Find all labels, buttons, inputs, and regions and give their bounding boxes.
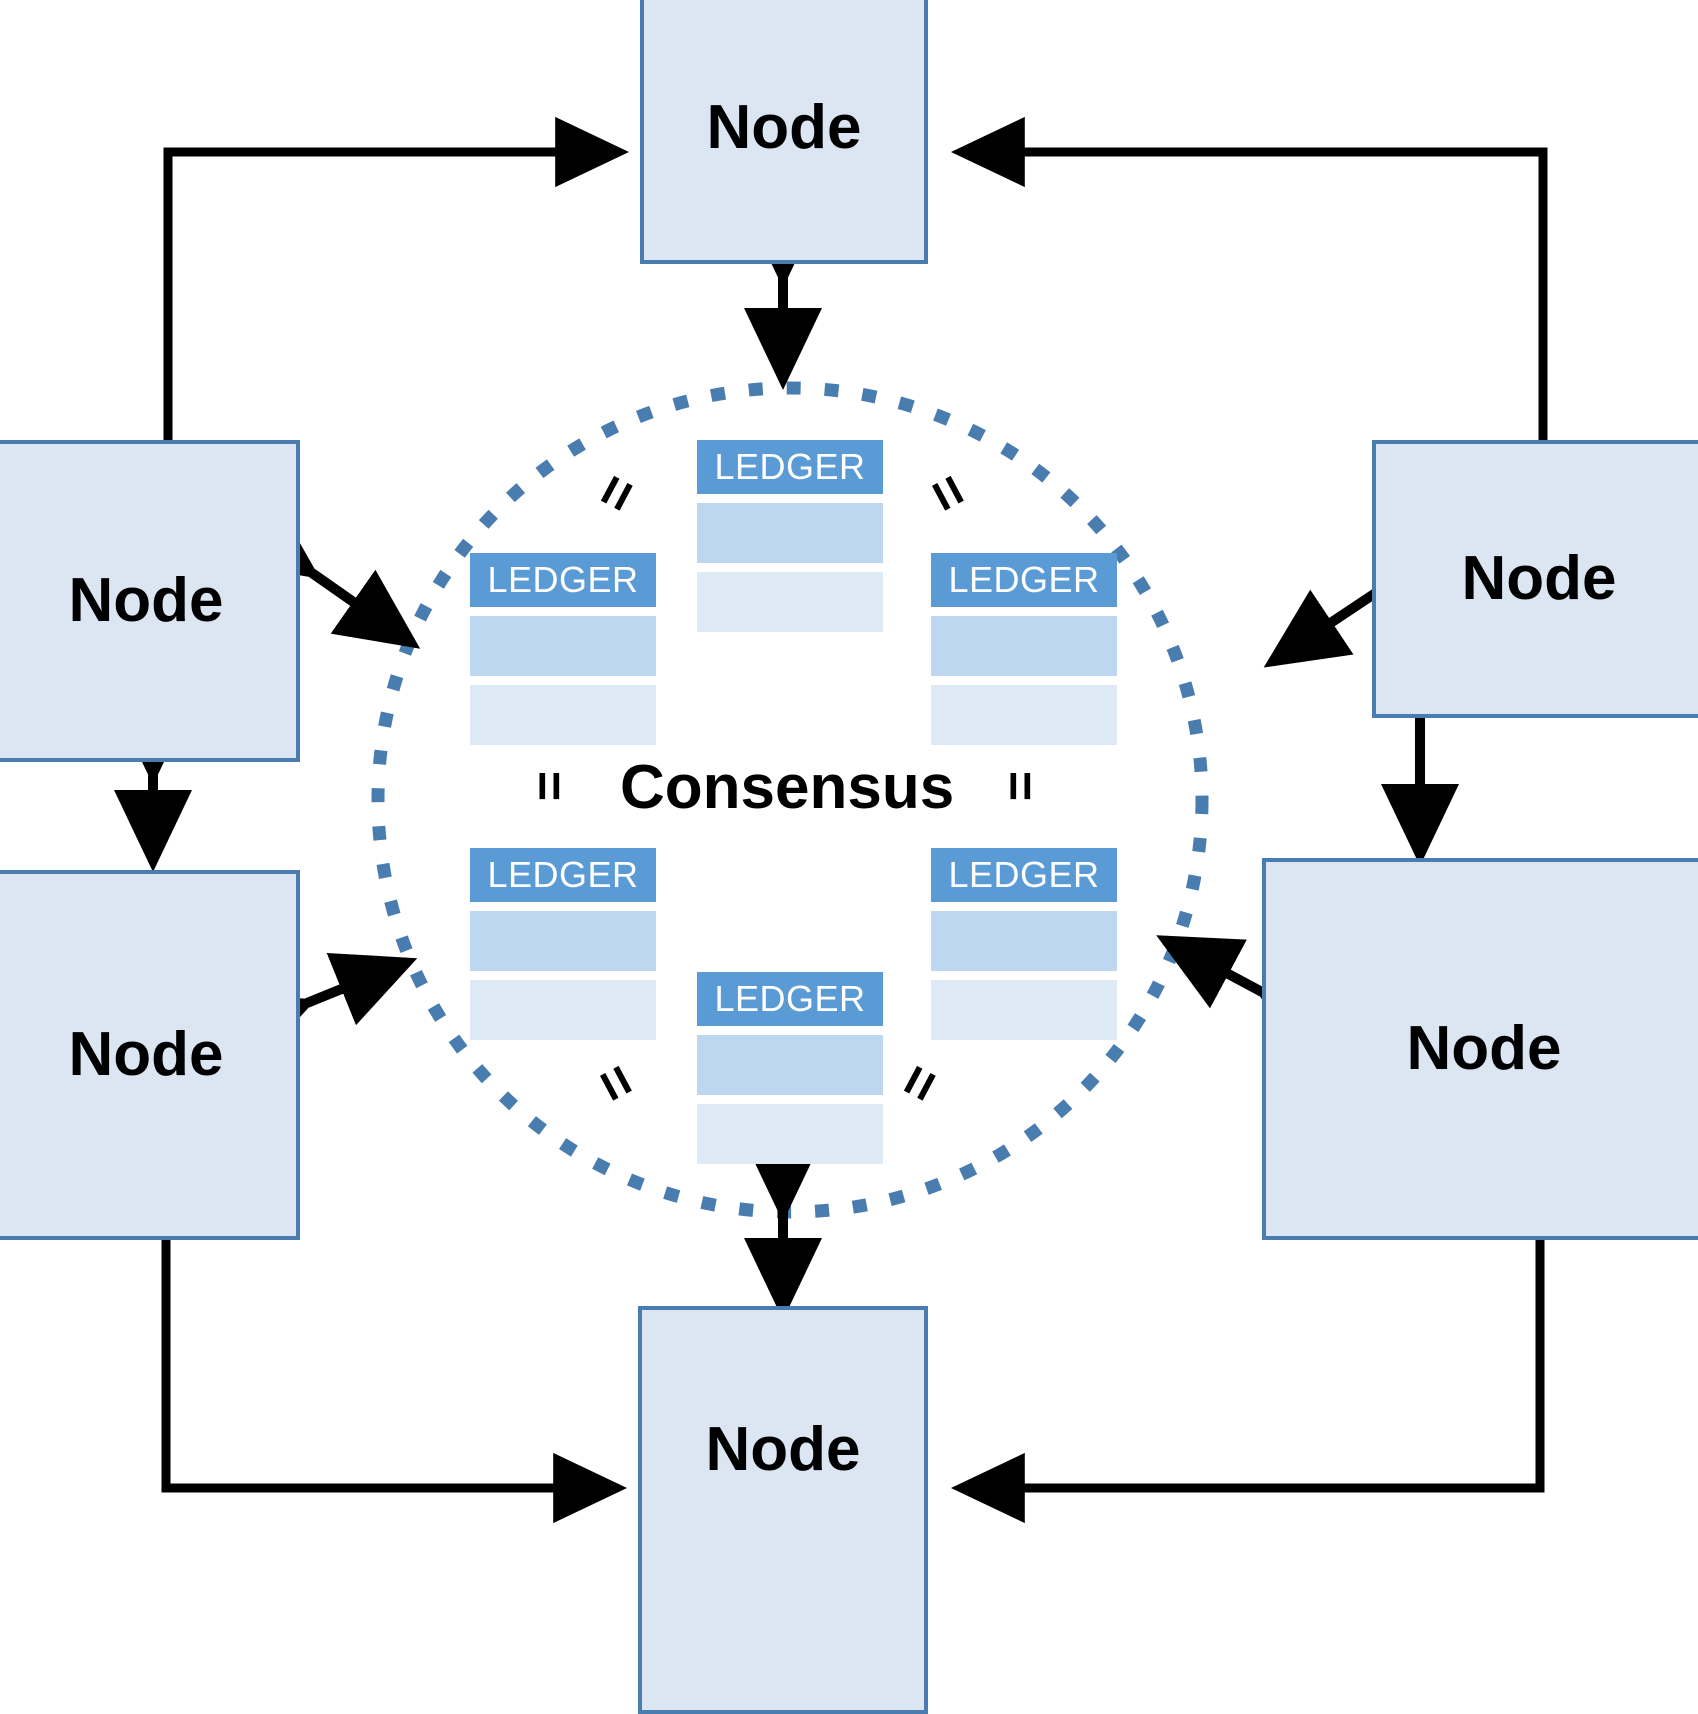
conn-leftupper-circle xyxy=(230,499,421,649)
ledger-upper-left[interactable]: LEDGER xyxy=(470,553,656,745)
conn-rightupper-circle xyxy=(1263,519,1459,668)
consensus-label: Consensus xyxy=(620,753,955,822)
node-left-upper[interactable]: Node xyxy=(0,440,300,762)
ledger-lower-right-row-1 xyxy=(931,911,1117,971)
conn-leftlower-circle xyxy=(225,952,418,1067)
ledger-lower-left-header: LEDGER xyxy=(470,848,656,902)
node-right-lower-label: Node xyxy=(1406,1014,1562,1083)
node-bottom[interactable]: Node xyxy=(638,1306,928,1714)
equals-mark-mid-right: = xyxy=(991,770,1050,802)
ledger-upper-right[interactable]: LEDGER xyxy=(931,553,1117,745)
node-top-label: Node xyxy=(706,93,862,162)
ledger-upper-right-row-2 xyxy=(931,685,1117,745)
ledger-bottom-row-1 xyxy=(697,1035,883,1095)
ledger-upper-left-row-1 xyxy=(470,616,656,676)
ledger-upper-right-header: LEDGER xyxy=(931,553,1117,607)
ledger-lower-right-header: LEDGER xyxy=(931,848,1117,902)
conn-rightlower-to-bottom xyxy=(950,1175,1576,1524)
ledger-top-row-1 xyxy=(697,503,883,563)
equals-mark-lower-left: = xyxy=(581,1053,653,1112)
ledger-lower-left[interactable]: LEDGER xyxy=(470,848,656,1040)
ledger-top-header: LEDGER xyxy=(697,440,883,494)
ledger-lower-left-row-1 xyxy=(470,911,656,971)
ledger-upper-left-header: LEDGER xyxy=(470,553,656,607)
ledger-upper-left-row-2 xyxy=(470,685,656,745)
equals-mark-upper-left: = xyxy=(580,463,652,522)
equals-mark-lower-right: = xyxy=(883,1053,955,1112)
node-right-upper-label: Node xyxy=(1461,544,1617,613)
ledger-upper-right-row-1 xyxy=(931,616,1117,676)
ledger-bottom-row-2 xyxy=(697,1104,883,1164)
node-bottom-label: Node xyxy=(705,1415,861,1484)
node-right-upper[interactable]: Node xyxy=(1372,440,1698,718)
node-top[interactable]: Node xyxy=(640,0,928,264)
ledger-lower-right[interactable]: LEDGER xyxy=(931,848,1117,1040)
ledger-bottom[interactable]: LEDGER xyxy=(697,972,883,1164)
conn-leftlower-to-bottom xyxy=(130,1175,628,1524)
conn-rightupper-to-top xyxy=(950,116,1579,520)
ledger-lower-left-row-2 xyxy=(470,980,656,1040)
node-right-lower[interactable]: Node xyxy=(1262,858,1698,1240)
node-left-upper-label: Node xyxy=(68,566,224,635)
ledger-top-row-2 xyxy=(697,572,883,632)
node-left-lower[interactable]: Node xyxy=(0,870,300,1240)
node-left-lower-label: Node xyxy=(68,1020,224,1089)
equals-mark-mid-left: = xyxy=(520,770,579,802)
equals-mark-upper-right: = xyxy=(913,463,985,522)
ledger-lower-right-row-2 xyxy=(931,980,1117,1040)
ledger-top[interactable]: LEDGER xyxy=(697,440,883,632)
ledger-bottom-header: LEDGER xyxy=(697,972,883,1026)
conn-leftupper-to-top xyxy=(132,116,630,520)
conn-rightlower-circle xyxy=(1156,935,1344,1061)
